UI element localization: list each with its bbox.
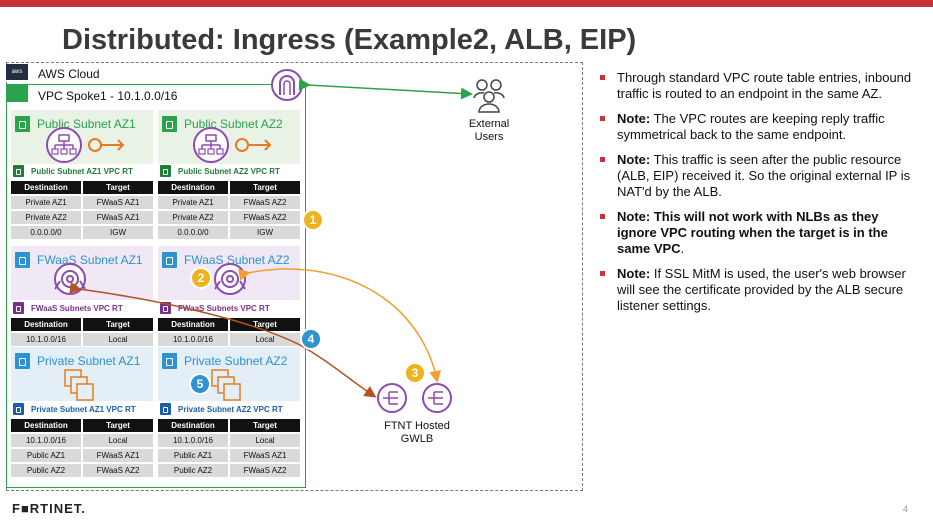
instances-icon bbox=[211, 369, 241, 401]
note-item: Note: If SSL MitM is used, the user's we… bbox=[597, 266, 912, 314]
elastic-ip-icon bbox=[235, 138, 272, 152]
page-title: Distributed: Ingress (Example2, ALB, EIP… bbox=[62, 24, 637, 56]
route-table-title: Public Subnet AZ1 VPC RT bbox=[11, 165, 153, 179]
step-badge-5: 5 bbox=[189, 373, 211, 395]
note-item: Note: This traffic is seen after the pub… bbox=[597, 152, 912, 200]
aws-icon: aws bbox=[6, 64, 28, 80]
lock-icon bbox=[13, 165, 24, 177]
gateway-load-balancer-icon bbox=[422, 383, 452, 413]
lock-icon bbox=[15, 116, 30, 132]
lock-icon bbox=[162, 116, 177, 132]
users-icon bbox=[473, 79, 505, 113]
note-item: Note: The VPC routes are keeping reply t… bbox=[597, 111, 912, 143]
gwlb-to-endpoint-connector bbox=[69, 281, 377, 398]
lock-icon bbox=[15, 353, 30, 369]
aws-cloud-label: AWS Cloud bbox=[38, 67, 100, 81]
step-badge-4: 4 bbox=[300, 328, 322, 350]
alb-icon bbox=[46, 127, 82, 163]
route-table-title: Public Subnet AZ2 VPC RT bbox=[158, 165, 300, 179]
internet-gateway-icon bbox=[271, 69, 303, 101]
top-accent-bar bbox=[0, 0, 933, 7]
instances-icon bbox=[64, 369, 94, 401]
route-table-title: Private Subnet AZ2 VPC RT bbox=[158, 403, 300, 417]
elastic-ip-icon bbox=[88, 138, 125, 152]
note-item: Through standard VPC route table entries… bbox=[597, 70, 912, 102]
external-users-label: External Users bbox=[468, 118, 510, 143]
step-badge-2: 2 bbox=[190, 267, 212, 289]
step-badge-3: 3 bbox=[404, 362, 426, 384]
page-number: 4 bbox=[903, 504, 909, 514]
lock-icon bbox=[160, 403, 171, 415]
lock-icon bbox=[13, 302, 24, 314]
lock-icon bbox=[15, 252, 30, 268]
subnet-label: FWaaS Subnet AZ2 bbox=[184, 253, 290, 267]
vpc-label: VPC Spoke1 - 10.1.0.0/16 bbox=[38, 89, 178, 103]
note-item: Note: This will not work with NLBs as th… bbox=[597, 209, 912, 257]
lock-icon bbox=[160, 165, 171, 177]
notes-list: Through standard VPC route table entries… bbox=[597, 70, 912, 323]
users-to-igw-connector bbox=[298, 78, 473, 100]
public-subnet-az2: Public Subnet AZ2 bbox=[158, 110, 300, 164]
alb-icon bbox=[193, 127, 229, 163]
fortinet-logo: F■RTINET. bbox=[12, 501, 86, 516]
subnet-label: FWaaS Subnet AZ1 bbox=[37, 253, 143, 267]
gwlb-endpoint-icon bbox=[214, 263, 246, 295]
vpc-cloud-icon bbox=[6, 84, 28, 102]
gateway-load-balancer-icon bbox=[377, 383, 407, 413]
route-table-title: Private Subnet AZ1 VPC RT bbox=[11, 403, 153, 417]
step-badge-1: 1 bbox=[302, 209, 324, 231]
gwlb-label: FTNT Hosted GWLB bbox=[384, 420, 450, 445]
lock-icon bbox=[162, 252, 177, 268]
lock-icon bbox=[13, 403, 24, 415]
